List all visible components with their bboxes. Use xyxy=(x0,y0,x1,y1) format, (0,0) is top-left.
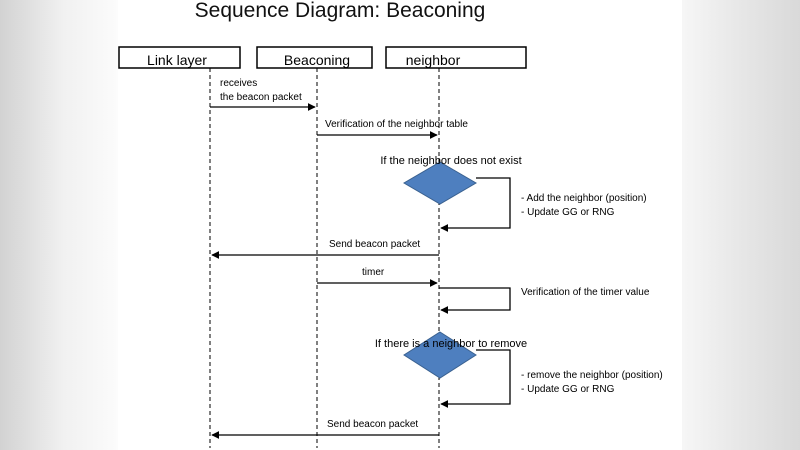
msg-receives-line1: receives xyxy=(220,78,257,89)
msg-receives-line2: the beacon packet xyxy=(220,92,302,103)
lifeline-neighbor-label: neighbor xyxy=(406,52,461,68)
decision-diamond-remove xyxy=(403,331,477,379)
self-loop-add-neighbor xyxy=(440,177,511,232)
note-verify-timer: Verification of the timer value xyxy=(521,287,650,298)
note-update-gg-1: - Update GG or RNG xyxy=(521,207,615,218)
diagram-title: Sequence Diagram: Beaconing xyxy=(195,0,486,22)
decision-diamond-not-exist xyxy=(403,161,477,205)
note-add-neighbor: - Add the neighbor (position) xyxy=(521,193,647,204)
msg-send-beacon-1: Send beacon packet xyxy=(329,239,420,250)
cond-remove-label: If there is a neighbor to remove xyxy=(375,338,527,350)
self-loop-remove-neighbor xyxy=(440,349,511,408)
lifeline-link-layer-header: Link layer xyxy=(118,46,241,69)
cond-not-exist-label: If the neighbor does not exist xyxy=(380,155,521,167)
msg-timer: timer xyxy=(362,267,385,278)
slide xyxy=(118,0,682,450)
lifeline-neighbor-header: neighbor xyxy=(385,46,527,69)
self-loop-verify-timer xyxy=(439,287,511,314)
note-update-gg-2: - Update GG or RNG xyxy=(521,384,615,395)
msg-verify-table: Verification of the neighbor table xyxy=(325,119,468,130)
lifeline-beaconing-header: Beaconing xyxy=(256,46,373,69)
msg-send-beacon-2: Send beacon packet xyxy=(327,419,418,430)
lifeline-beaconing-label: Beaconing xyxy=(284,52,350,68)
note-remove-neighbor: - remove the neighbor (position) xyxy=(521,370,663,381)
lifeline-link-layer-label: Link layer xyxy=(147,52,207,68)
